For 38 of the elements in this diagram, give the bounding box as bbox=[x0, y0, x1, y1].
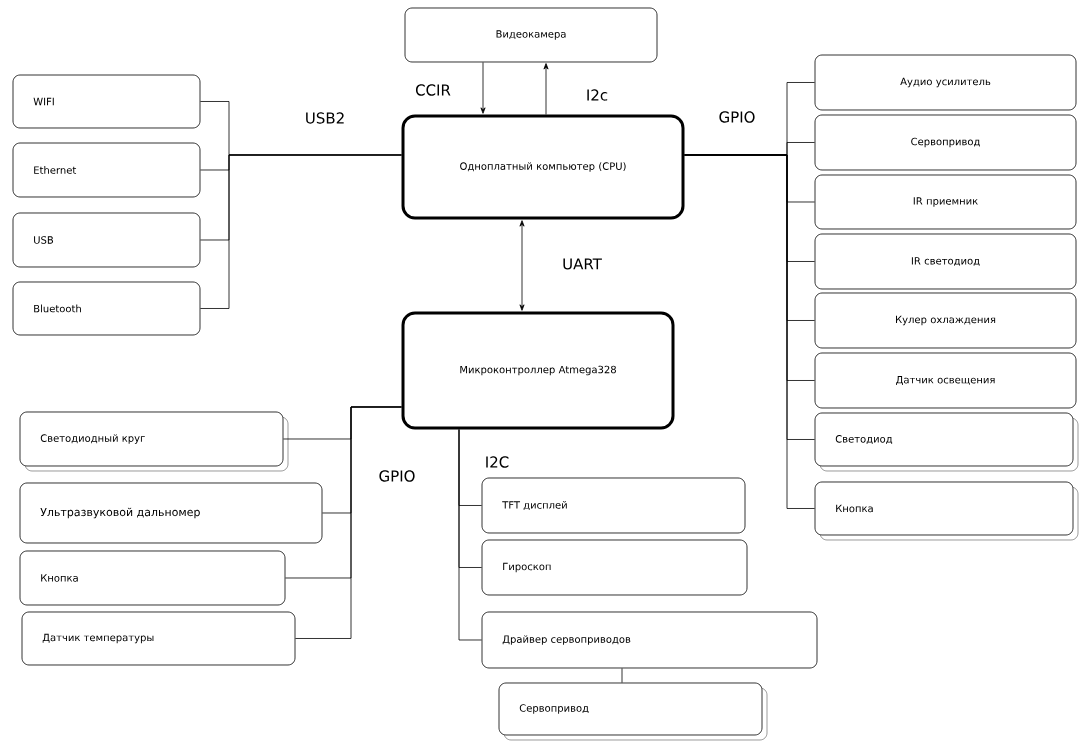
connector bbox=[684, 154, 815, 509]
edge-label: UART bbox=[563, 258, 602, 270]
connector bbox=[543, 63, 549, 115]
edge-label: GPIO bbox=[379, 470, 415, 482]
connector bbox=[519, 220, 525, 311]
edge-label: GPIO bbox=[719, 111, 755, 123]
edge-label: USB2 bbox=[306, 112, 344, 124]
edge-label: I2C bbox=[486, 456, 509, 468]
device-box: Ethernet bbox=[12, 142, 201, 198]
device-box: Bluetooth bbox=[12, 281, 201, 336]
controller-box: Одноплатный компьютер (CPU) bbox=[401, 114, 685, 220]
device-box: Датчик освещения bbox=[814, 352, 1077, 409]
device-box: USB bbox=[12, 212, 201, 268]
connector bbox=[458, 429, 482, 641]
device-box: Гироскоп bbox=[481, 539, 748, 596]
connector bbox=[200, 154, 402, 309]
device-box: Аудио усилитель bbox=[814, 54, 1077, 111]
device-box: WIFI bbox=[12, 74, 201, 129]
device-box: Кнопка bbox=[19, 550, 286, 606]
controller-box: Микроконтроллер Atmega328 bbox=[401, 311, 675, 430]
connector bbox=[480, 62, 486, 114]
device-box: Видеокамера bbox=[404, 7, 658, 63]
device-box: Светодиод bbox=[814, 412, 1079, 472]
device-box: Кнопка bbox=[814, 481, 1079, 541]
device-box: IR приемник bbox=[814, 174, 1077, 230]
device-box: Драйвер сервоприводов bbox=[481, 611, 818, 669]
device-box: Светодиодный круг bbox=[19, 411, 289, 472]
edge-label: CCIR bbox=[415, 84, 451, 96]
device-box: Кулер охлаждения bbox=[814, 292, 1077, 349]
device-box: IR светодиод bbox=[814, 233, 1077, 290]
device-box: Сервопривод bbox=[498, 682, 768, 741]
edge-label: I2c bbox=[587, 89, 608, 101]
device-box: Сервопривод bbox=[814, 114, 1077, 171]
device-box: Датчик температуры bbox=[21, 611, 296, 666]
connector bbox=[621, 668, 623, 683]
device-box: TFT дисплей bbox=[481, 477, 746, 534]
connector bbox=[295, 406, 402, 639]
device-box: Ультразвуковой дальномер bbox=[19, 482, 323, 544]
